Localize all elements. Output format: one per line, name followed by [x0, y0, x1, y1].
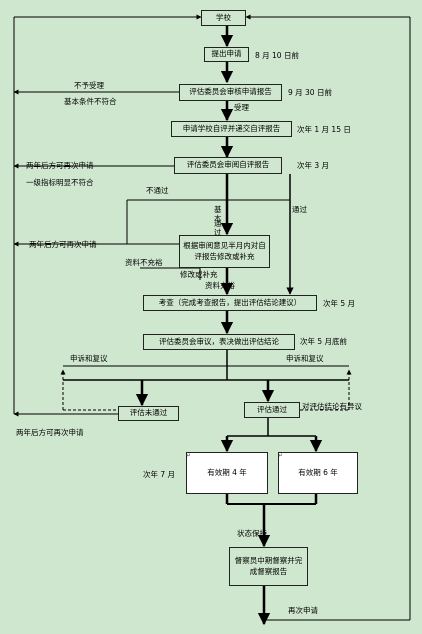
time-apply: 8 月 10 日前: [255, 51, 299, 60]
time-review-apply: 9 月 30 日前: [288, 88, 332, 97]
node-submit-self: 申请学校自评并递交自评报告: [171, 121, 292, 137]
paragraph-mark: ↵: [186, 452, 192, 459]
node-decide: 评估委员会审议，表决做出评估结论: [143, 334, 295, 350]
label-revised: 修改或补充: [180, 270, 218, 279]
node-valid-4: 有效期 4 年: [186, 452, 268, 494]
label-lvl1-mismatch: 一级指标明显不符合: [26, 178, 94, 187]
label-not-pass: 不通过: [146, 186, 169, 195]
label-reject: 不予受理: [74, 81, 104, 90]
label-material-sufficient: 资料充裕: [205, 281, 235, 290]
node-apply: 提出申请: [204, 47, 249, 62]
node-inspect: 考查（完成考查报告，提出评估结论建议）: [143, 295, 317, 311]
label-reapply: 再次申请: [288, 606, 318, 615]
label-appeal-right: 申诉和复议: [286, 354, 324, 363]
label-basic-mismatch: 基本条件不符合: [64, 97, 117, 106]
label-pass-right: 通过: [292, 205, 307, 214]
label-state-keep: 状态保持: [237, 529, 267, 538]
paragraph-mark: ↵: [278, 452, 284, 459]
time-decide: 次年 5 月底前: [300, 337, 348, 346]
label-reapply-two-years-2: 两年后方可再次申请: [29, 240, 97, 249]
node-revise: 根据审阅意见半月内对自评报告修改或补充: [179, 235, 270, 268]
time-valid: 次年 7 月: [143, 470, 176, 479]
time-submit-self: 次年 1 月 15 日: [297, 125, 351, 134]
node-review-apply: 评估委员会审核申请报告: [179, 84, 282, 101]
label-appeal-left: 申诉和复议: [70, 354, 108, 363]
node-pass: 评估通过: [244, 402, 300, 418]
label-material-insufficient: 资料不充裕: [125, 258, 163, 267]
node-school: 学校: [201, 10, 246, 26]
label-reapply-two-years-1: 两年后方可再次申请: [26, 161, 94, 170]
node-valid-6: 有效期 6 年: [278, 452, 358, 494]
label-accept: 受理: [234, 103, 249, 112]
time-inspect: 次年 5 月: [323, 299, 356, 308]
node-review-self: 评估委员会审阅自评报告: [174, 157, 282, 174]
label-basic: 基本: [214, 205, 234, 223]
node-supervise: 督察员中期督察并完成督察报告: [229, 547, 308, 586]
label-reapply-two-years-3: 两年后方可再次申请: [16, 428, 84, 437]
label-objection: 对评估结论有异议: [302, 402, 362, 411]
time-review-self: 次年 3 月: [297, 161, 330, 170]
label-pass-vertical: 通过: [214, 219, 234, 237]
node-fail: 评估未通过: [118, 406, 179, 421]
